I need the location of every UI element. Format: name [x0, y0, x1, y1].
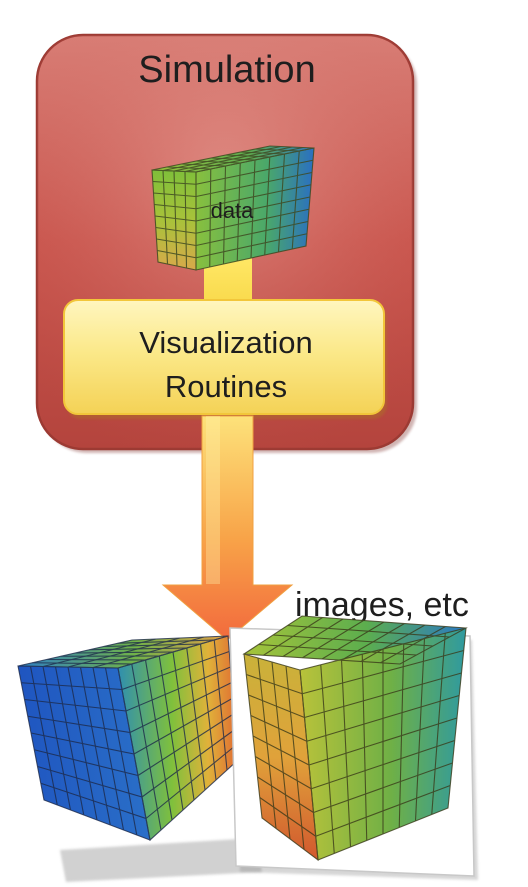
output-image-right [229, 615, 478, 880]
visualization-routines-box: Visualization Routines [63, 299, 387, 419]
green-cube-icon [242, 615, 468, 862]
data-cube-icon: data [151, 145, 315, 271]
simulation-label: Simulation [138, 49, 315, 91]
output-image-left [17, 635, 262, 882]
output-arrow [161, 415, 294, 641]
visualization-routines-line1: Visualization [139, 325, 312, 360]
data-label: data [211, 198, 255, 223]
visualization-routines-line2: Routines [165, 369, 287, 404]
blue-cube-icon [17, 635, 239, 842]
